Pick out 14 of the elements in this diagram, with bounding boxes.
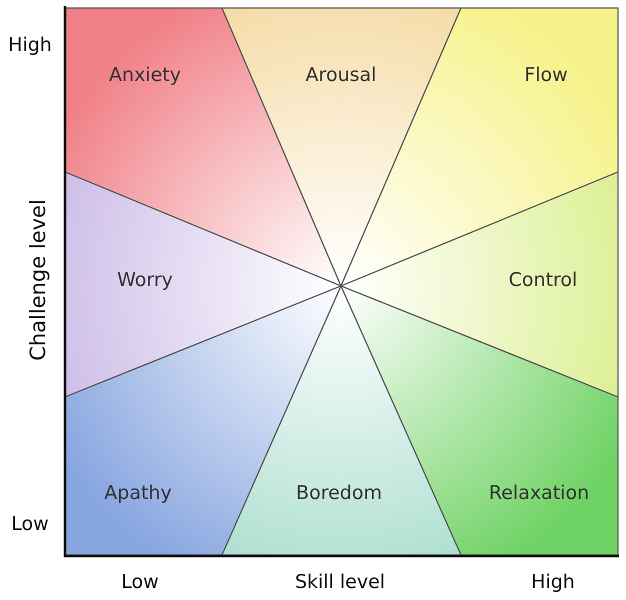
region-label: Relaxation	[488, 482, 590, 504]
axis-tick-label: High	[531, 571, 575, 593]
region-label: Control	[508, 269, 578, 291]
axis-tick-label: Low	[11, 513, 49, 535]
axis-title: Skill level	[294, 571, 386, 593]
region-label: Arousal	[306, 64, 376, 86]
axis-tick-label: High	[8, 34, 52, 56]
axis-title: Challenge level	[26, 199, 50, 361]
region-label: Apathy	[104, 482, 172, 504]
region-label: Boredom	[296, 482, 382, 504]
region-label: Worry	[117, 269, 173, 291]
region-label: Anxiety	[109, 64, 181, 86]
axis-tick-label: Low	[121, 571, 159, 593]
region-label: Flow	[524, 64, 568, 86]
